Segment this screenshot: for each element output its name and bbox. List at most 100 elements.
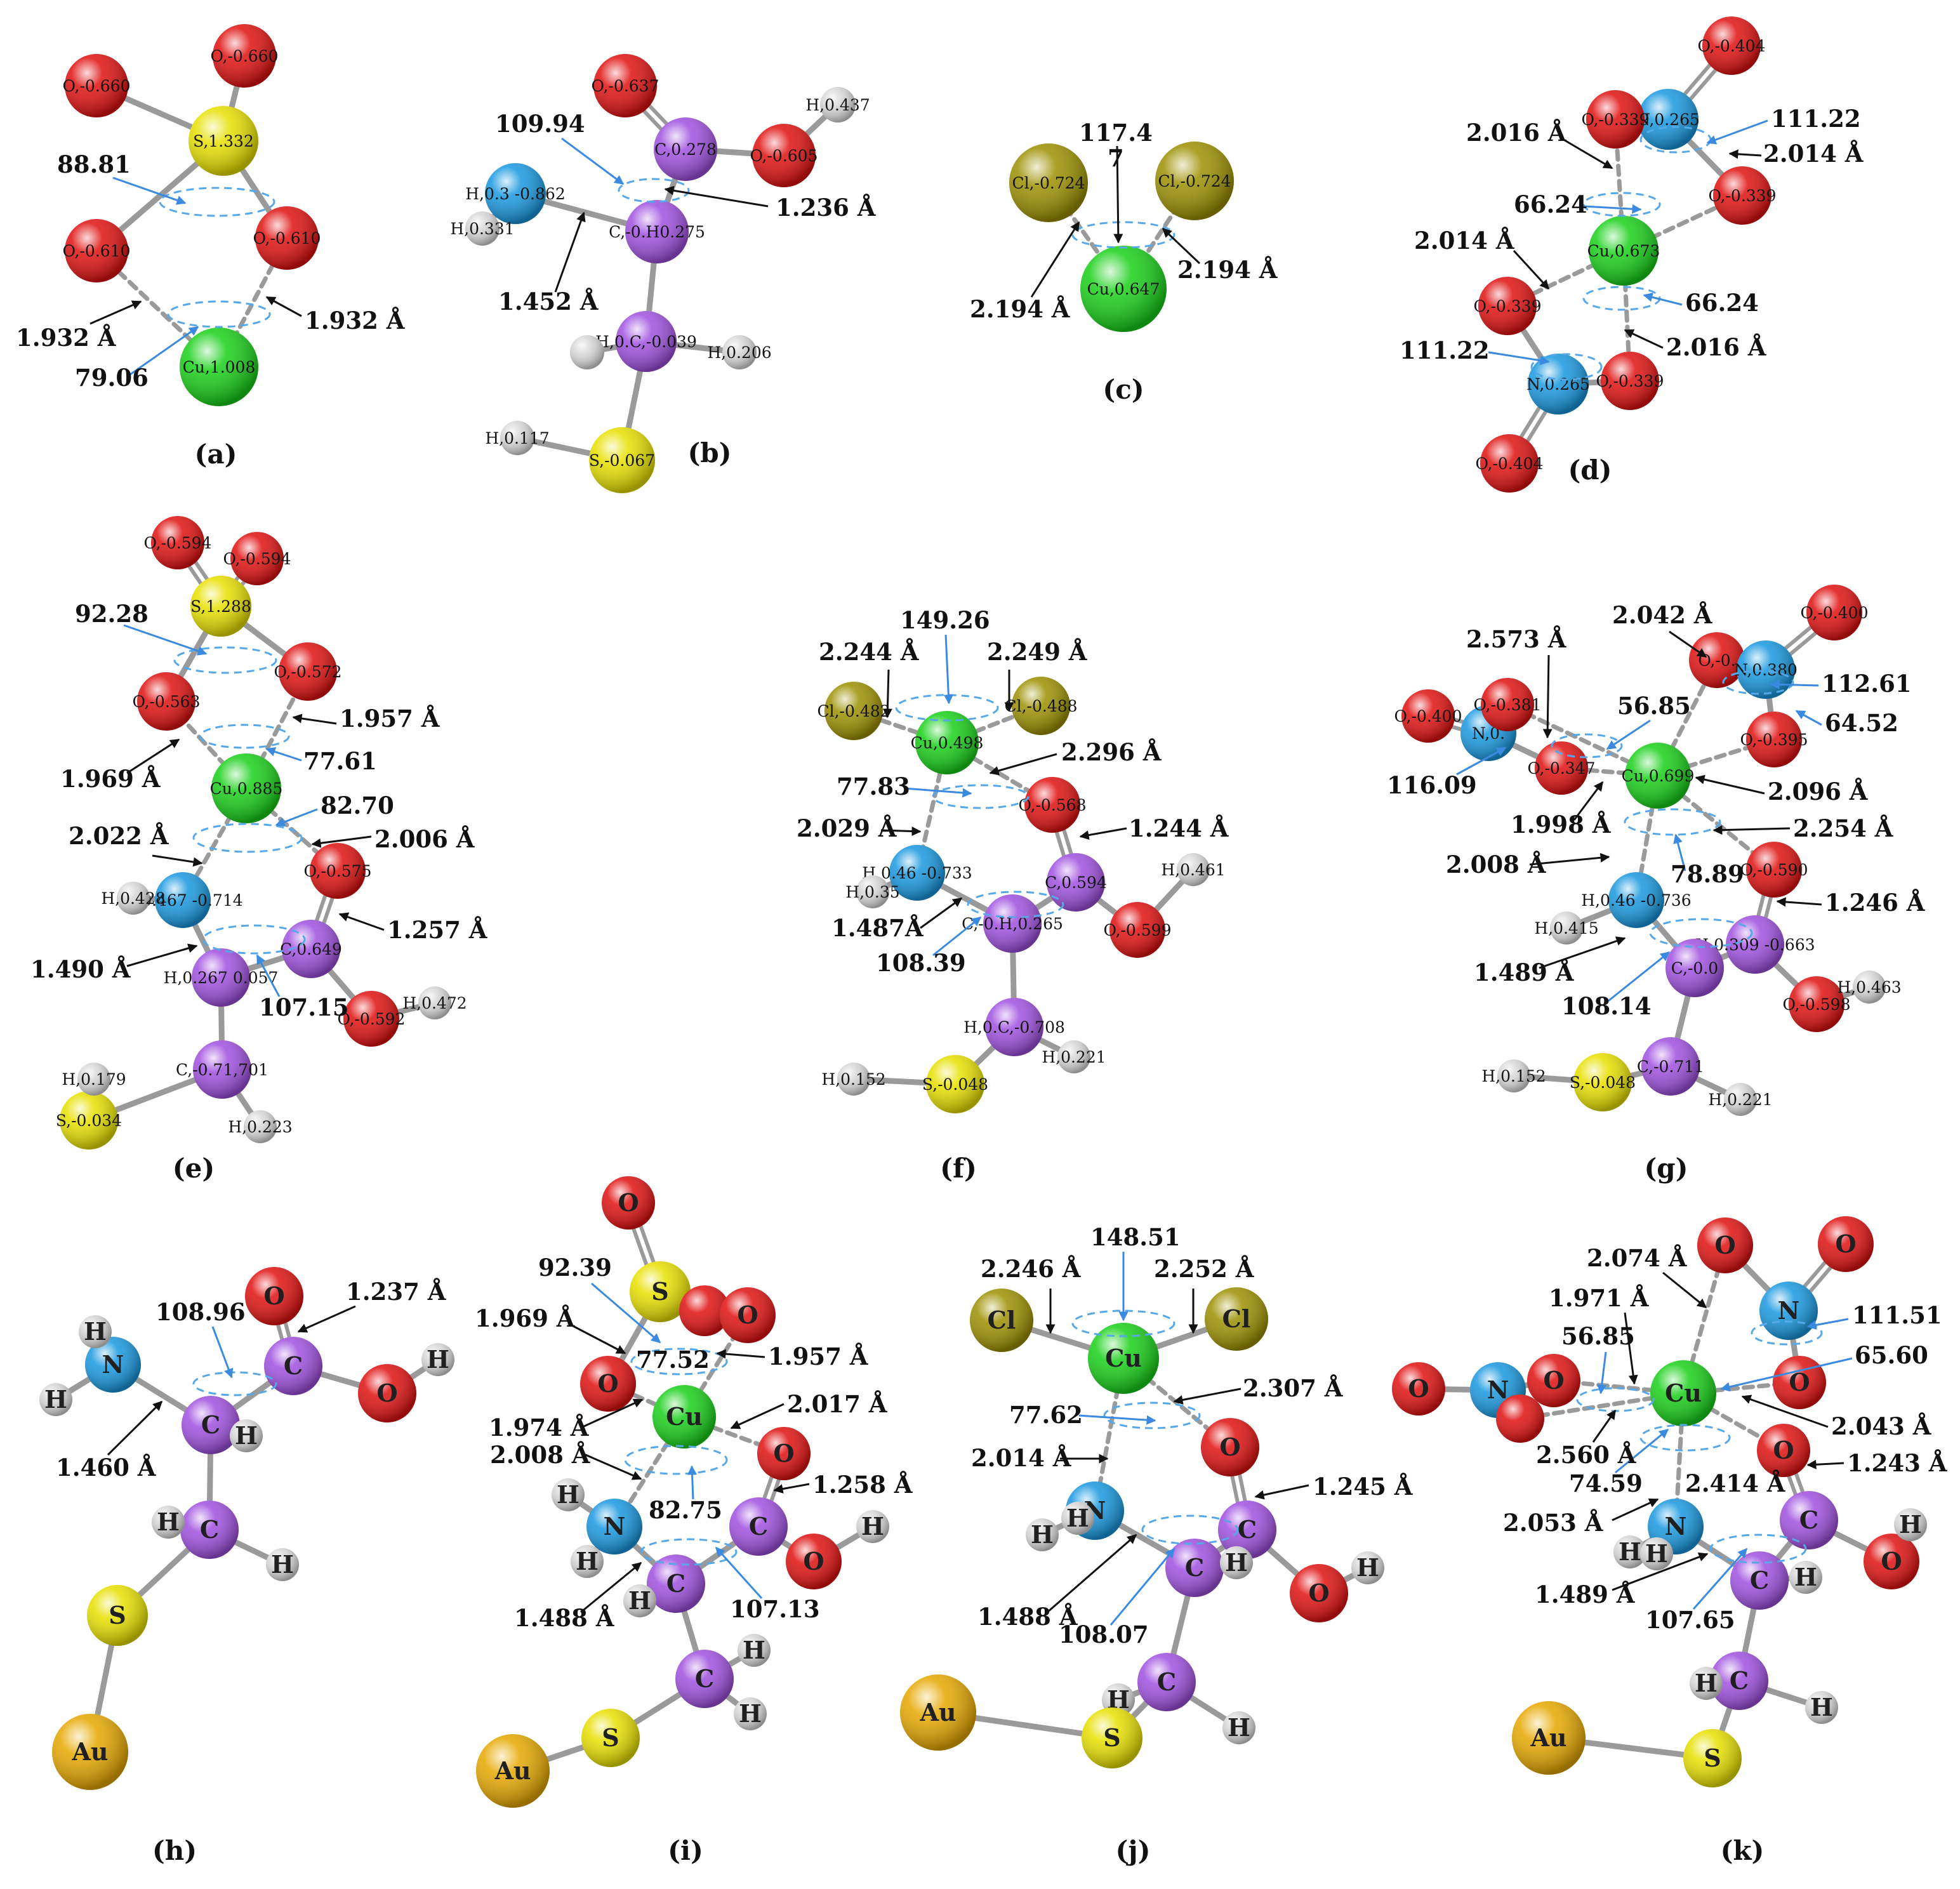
atom-shading (182, 1396, 240, 1454)
atom-shading (343, 991, 399, 1047)
atom-label: Cl,-0.488 (1004, 697, 1077, 715)
atom-shading (571, 1545, 604, 1578)
atom-o: O,-0.575 (304, 843, 372, 899)
atom-h: H,0.461 (1161, 853, 1226, 886)
atom-o: O (1290, 1564, 1348, 1622)
measurement-label: 2.029 Å (797, 814, 897, 842)
atom-label: H,0.46 -0.736 (1581, 891, 1691, 910)
measurement-label: 108.39 (876, 949, 966, 977)
atom-n: H,0.46 -0.733 (862, 845, 972, 901)
atom-shading (1757, 1424, 1810, 1477)
atom-label: O (618, 1188, 639, 1217)
atom-shading (837, 1063, 870, 1096)
atom-shading (282, 920, 340, 978)
measurement-label: 1.487Å (831, 914, 924, 942)
atom-cl: Cl (970, 1289, 1033, 1352)
measurement-label: 117.4 (1079, 119, 1153, 147)
atom-o: O (757, 1427, 811, 1480)
measurement-label: 2.014 Å (971, 1444, 1072, 1472)
atom-c: C,-0.H0.275 (609, 200, 705, 263)
atom-c: C (1218, 1501, 1276, 1559)
atom-c: C (647, 1554, 705, 1613)
atom-h: H,0.463 (1837, 971, 1902, 1004)
measurement-label: 111.22 (1400, 336, 1490, 364)
measurement-label: 1.974 Å (489, 1414, 590, 1442)
atom-label: H,0.3 -0.862 (465, 185, 565, 203)
atom-label: H,0.179 (62, 1070, 126, 1089)
atom-label: O (1543, 1366, 1564, 1395)
measurement-label: 2.008 Å (490, 1441, 591, 1469)
angle-pointer-arrow (1643, 292, 1683, 306)
atom-shading (1805, 1691, 1838, 1724)
atom-label: Cu,0.647 (1087, 280, 1160, 298)
atom-label: H,0.35 (845, 883, 899, 901)
bond-pointer-arrow (1113, 145, 1123, 244)
bond-pointer-arrow (989, 753, 1057, 776)
bond-pointer-arrow (1728, 149, 1762, 159)
atom-shading (734, 1697, 767, 1730)
atom-o: O,-0.572 (274, 642, 342, 701)
measurement-label: 77.62 (1009, 1401, 1083, 1429)
bond-pointer-arrow (1624, 329, 1664, 349)
angle-pointer-arrow (715, 1546, 763, 1600)
measurement-label: 2.053 Å (1503, 1509, 1604, 1537)
atom-c: C (1730, 1551, 1789, 1610)
atom-label: C (201, 1410, 220, 1439)
measurement-label: 2.096 Å (1768, 778, 1869, 805)
atom-shading (1220, 1546, 1253, 1579)
atom-label: H (557, 1480, 579, 1509)
atom-shading (625, 200, 689, 263)
measurement-label: 1.244 Å (1129, 814, 1229, 842)
atom-shading (1481, 678, 1534, 731)
atom-label: Cu,1.008 (183, 358, 256, 376)
atom-label: Cu,0.885 (210, 779, 283, 798)
angle-arc (1576, 1387, 1655, 1412)
atom-label: H (1228, 1713, 1250, 1742)
atom-label: O (1773, 1436, 1794, 1464)
panel-label: (d) (1568, 454, 1612, 486)
atom-h: H (39, 1383, 72, 1416)
measurement-label: 1.246 Å (1825, 889, 1926, 917)
atom-shading (151, 516, 204, 569)
atom-shading (1550, 911, 1583, 944)
atom-n: N,0.380 (1734, 640, 1798, 699)
measurement-label: 92.28 (75, 600, 149, 628)
atom-shading (1155, 142, 1234, 220)
atom-cu: Cu,0.647 (1080, 246, 1167, 332)
panel-label: (g) (1644, 1153, 1688, 1184)
atom-cu: Cu,0.699 (1622, 743, 1694, 809)
atom-shading (552, 1478, 585, 1511)
atom-label: Cu (1105, 1344, 1142, 1372)
atoms-e: O,-0.594O,-0.594S,1.288O,-0.563O,-0.572C… (56, 516, 467, 1150)
atom-label: S,-0.048 (922, 1075, 988, 1094)
atom-h: H (1640, 1537, 1673, 1570)
atom-o: O,-0.660 (211, 24, 279, 88)
atom-shading (465, 211, 500, 246)
atom-label: C (1185, 1553, 1204, 1582)
measurement-label: 1.490 Å (30, 955, 131, 983)
bond-pointer-arrow (1079, 827, 1127, 840)
atom-label: O,-0.599 (1104, 921, 1172, 939)
panel-e: O,-0.594O,-0.594S,1.288O,-0.563O,-0.572C… (30, 516, 488, 1184)
bond-pointer-arrow (582, 1452, 642, 1480)
atom-shading (1496, 1395, 1544, 1443)
measurement-label: 2.194 Å (1177, 256, 1278, 284)
atom-h (570, 335, 604, 369)
bond-pointer-arrow (1741, 1395, 1829, 1428)
measurement-label: 1.257 Å (387, 916, 488, 944)
atom-o: O (1527, 1354, 1580, 1407)
atom-shading (820, 87, 856, 123)
atom-label: O,-0.563 (133, 693, 201, 711)
atom-h: H (1220, 1546, 1253, 1579)
atom-label: N (1665, 1512, 1687, 1541)
atom-c: C (1165, 1539, 1224, 1597)
atom-label: N (604, 1512, 626, 1541)
atom-h: H,0.428 (101, 882, 166, 915)
atom-h: H (734, 1697, 767, 1730)
measurement-label: 108.07 (1059, 1621, 1149, 1648)
atom-shading (1589, 216, 1659, 286)
